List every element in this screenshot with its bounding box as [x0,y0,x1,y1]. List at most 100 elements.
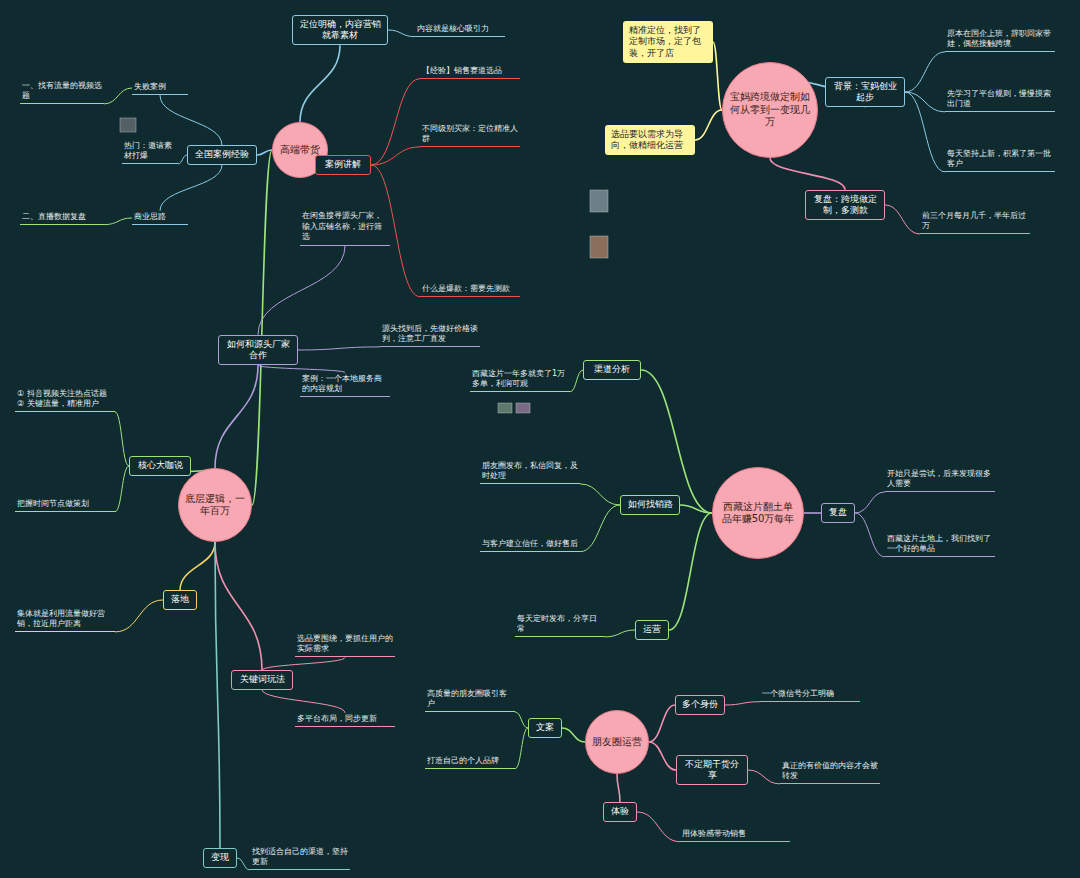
node-label: 高质量的朋友圈吸引客户 [427,689,513,710]
leaf-text: 选品要围绕，要抓住用户的实际需求 [295,633,395,658]
leaf-text: 每天定时发布，分享日常 [515,613,605,638]
node-label: 西藏这片一年多就卖了1万多单，利润可观 [472,369,568,390]
topic-circle: 宝妈跨境做定制如何从零到一变现几万 [722,62,818,158]
leaf-text: 与客户建立信任，做好售后 [480,538,580,552]
node-label: 找到适合自己的渠道，坚持更新 [252,847,348,868]
leaf-text: 源头找到后，先做好价格谈判，注意工厂直发 [380,323,480,348]
branch-box: 不定期干货分享 [676,755,748,786]
node-label: 原本在国企上班，辞职回家带娃，偶然接触跨境 [947,29,1053,50]
branch-box: 核心大咖说 [129,456,191,475]
branch-connector [300,45,340,122]
node-label: 开始只是尝试，后来发现很多人需要 [887,469,993,490]
leaf-text: 先学习了平台规则，慢慢摸索出门道 [945,88,1055,113]
node-label: ① 抖音视频关注热点话题 ② 关键流量，精准用户 [17,389,113,410]
branch-connector [252,150,272,505]
branch-connector [298,347,380,350]
leaf-text: 多平台布局，同步更新 [295,713,395,727]
branch-box: 渠道分析 [583,360,641,379]
photo-thumbnail [590,236,608,258]
leaf-text: 失败案例 [132,81,188,95]
leaf-text: 每天坚持上新，积累了第一批客户 [945,148,1055,173]
leaf-text: 真正的有价值的内容才会被转发 [780,760,880,785]
leaf-text: 开始只是尝试，后来发现很多人需要 [885,468,995,493]
branch-connector [371,165,420,297]
branch-box: 复盘 [821,503,855,522]
leaf-text: 西藏这片一年多就卖了1万多单，利润可观 [470,368,570,393]
photo-thumbnail [120,118,136,132]
node-label: 多平台布局，同步更新 [297,714,393,724]
leaf-text: 朋友圈发布，私信回复，及时处理 [480,460,580,485]
node-label: 热门：邀请素材打爆 [124,141,176,162]
leaf-text: 用体验感带动销售 [680,828,790,842]
leaf-text: 二、直播数据复盘 [20,211,104,225]
node-label: 每天定时发布，分享日常 [517,614,603,635]
node-label: 定位明确，内容营销就靠素材 [298,19,382,42]
leaf-text: 案例：一个本地服务商的内容规划 [300,373,390,398]
branch-box: 全国案例经验 [187,145,257,164]
branch-connector [257,150,272,155]
node-label: 不同级别买家：定位精准人群 [422,124,518,145]
branch-connector [178,155,187,164]
leaf-text: 原本在国企上班，辞职回家带娃，偶然接触跨境 [945,28,1055,53]
leaf-text: 找到适合自己的渠道，坚持更新 [250,846,350,871]
topic-circle: 底层逻辑，一年百万 [178,468,252,542]
node-label: 如何找销路 [626,499,674,510]
branch-connector [748,770,780,784]
branch-box: 关键词玩法 [231,670,293,689]
photo-thumbnail [516,403,530,413]
node-label: 把握时间节点做策划 [17,499,113,509]
node-label: 朋友圈发布，私信回复，及时处理 [482,461,578,482]
node-label: 文案 [534,722,556,733]
leaf-text: 打造自己的个人品牌 [425,755,515,769]
node-label: 什么是爆款：需要先测款 [422,284,518,294]
node-label: 宝妈跨境做定制如何从零到一变现几万 [729,91,811,129]
node-label: 多个身份 [681,699,719,710]
node-label: 一个微信号分工明确 [762,689,858,699]
branch-connector [515,728,528,769]
node-label: 渠道分析 [589,364,635,375]
node-label: 用体验感带动销售 [682,829,788,839]
branch-connector [180,542,215,590]
node-label: 真正的有价值的内容才会被转发 [782,761,878,782]
branch-connector [580,484,620,505]
node-label: 体验 [609,806,631,817]
branch-connector [388,30,415,37]
branch-connector [855,513,885,557]
node-label: 西藏这片翻土单品年赚50万每年 [719,501,797,526]
node-label: 运营 [641,624,663,635]
node-label: 不定期干货分享 [682,759,742,782]
branch-connector [885,205,920,234]
photo-thumbnail [590,190,608,212]
branch-connector [237,858,250,870]
leaf-text: 【经验】销售赛道选品 [420,65,520,79]
leaf-text: 集体就是利用流量做好营销，拉近用户距离 [15,608,115,633]
branch-connector [160,165,222,211]
branch-box: 文案 [528,718,562,737]
note-box: 选品要以需求为导向，做精细化运营 [605,125,695,156]
branch-connector [804,512,821,514]
branch-box: 定位明确，内容营销就靠素材 [292,15,388,46]
leaf-text: 西藏这片土地上，我们找到了一个好的单品 [885,533,995,558]
branch-connector [649,742,676,770]
leaf-text: 商业思路 [132,211,188,225]
branch-connector [160,95,222,145]
branch-box: 体验 [603,802,637,821]
node-label: 在闲鱼搜寻源头厂家，输入店铺名称，进行筛选 [302,211,388,242]
leaf-text: 什么是爆款：需要先测款 [420,283,520,297]
node-label: 案例：一个本地服务商的内容规划 [302,374,388,395]
branch-box: 多个身份 [675,695,725,714]
branch-connector [641,370,712,513]
node-label: 【经验】销售赛道选品 [422,66,518,76]
branch-connector [215,542,262,670]
node-label: 选品要以需求为导向，做精细化运营 [611,129,689,152]
node-label: 内容就是核心吸引力 [417,24,503,34]
leaf-text: 一个微信号分工明确 [760,688,860,702]
branch-connector [258,246,345,335]
leaf-text: 把握时间节点做策划 [15,498,115,512]
node-label: 与客户建立信任，做好售后 [482,539,578,549]
branch-connector [215,365,258,468]
node-label: 案例讲解 [321,159,365,170]
branch-connector [605,630,635,637]
